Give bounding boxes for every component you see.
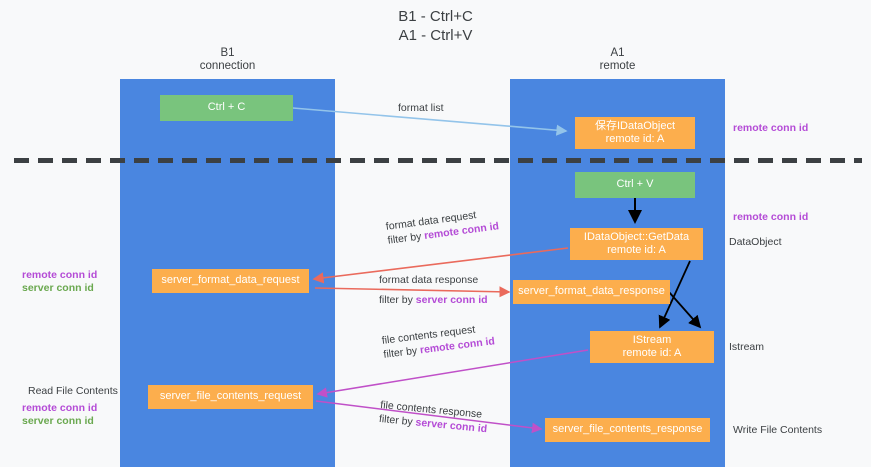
node-save-idataobject-line2: remote id: A bbox=[605, 133, 665, 145]
node-server-format-data-response[interactable]: server_format_data_response bbox=[513, 280, 670, 304]
lane-header-b1-name: B1 bbox=[220, 47, 235, 59]
annotation-read-file-contents: Read File Contents bbox=[28, 385, 118, 397]
node-save-idataobject[interactable]: 保存IDataObject remote id: A bbox=[575, 117, 695, 149]
page-title-line-2: A1 - Ctrl+V bbox=[398, 27, 473, 44]
annotation-dataobject: DataObject bbox=[729, 236, 782, 248]
annotation-remote-conn-id-left-1: remote conn id bbox=[22, 269, 98, 281]
annotation-server-conn-id-left-2: server conn id bbox=[22, 415, 94, 427]
node-ctrl-v-label: Ctrl + V bbox=[616, 178, 654, 191]
node-ctrl-c-label: Ctrl + C bbox=[207, 101, 246, 114]
lane-header-a1-name: A1 bbox=[610, 47, 625, 59]
arrow-file-contents-request bbox=[316, 349, 589, 398]
lane-header-a1-role: remote bbox=[599, 60, 636, 72]
annotation-remote-conn-id-mid: remote conn id bbox=[733, 211, 809, 223]
lane-header-b1: B1 connection bbox=[120, 47, 335, 73]
lane-header-b1-role: connection bbox=[199, 60, 256, 72]
arrow-format-list bbox=[292, 107, 568, 136]
node-istream-line1: IStream bbox=[632, 333, 672, 346]
node-server-format-data-response-label: server_format_data_response bbox=[518, 285, 665, 298]
caption-filter-key-server-conn-id: server conn id bbox=[415, 294, 488, 306]
node-idataobject-getdata-line2: remote id: A bbox=[607, 244, 666, 256]
annotation-remote-conn-id-top: remote conn id bbox=[733, 122, 809, 134]
caption-format-data-response-filter: filter by server conn id bbox=[379, 293, 488, 307]
phase-divider bbox=[14, 158, 862, 163]
annotation-server-conn-id-left-1: server conn id bbox=[22, 282, 94, 294]
arrow-getdata-to-istream bbox=[658, 260, 691, 329]
node-istream-line2: remote id: A bbox=[622, 347, 682, 359]
node-server-format-data-request-label: server_format_data_request bbox=[161, 274, 300, 287]
node-server-file-contents-request-label: server_file_contents_request bbox=[159, 390, 302, 403]
annotation-remote-conn-id-left-2: remote conn id bbox=[22, 402, 98, 414]
node-istream[interactable]: IStream remote id: A bbox=[590, 331, 714, 363]
page-title: B1 - Ctrl+C A1 - Ctrl+V bbox=[0, 7, 871, 45]
node-server-format-data-request[interactable]: server_format_data_request bbox=[152, 269, 309, 293]
caption-filter-prefix: filter by bbox=[379, 294, 416, 306]
page-title-line-1: B1 - Ctrl+C bbox=[398, 8, 473, 25]
lane-header-a1: A1 remote bbox=[510, 47, 725, 73]
node-ctrl-c[interactable]: Ctrl + C bbox=[160, 95, 293, 121]
annotation-conn-ids-file: remote conn id server conn id bbox=[22, 402, 97, 428]
caption-filter-prefix: filter by bbox=[378, 412, 417, 429]
node-server-file-contents-response-label: server_file_contents_response bbox=[552, 423, 703, 436]
caption-format-list-text: format list bbox=[398, 102, 444, 114]
node-idataobject-getdata[interactable]: IDataObject::GetData remote id: A bbox=[570, 228, 703, 260]
arrow-format-data-response bbox=[314, 286, 511, 298]
annotation-conn-ids-format: remote conn id server conn id bbox=[22, 269, 97, 295]
node-server-file-contents-response[interactable]: server_file_contents_response bbox=[545, 418, 710, 442]
node-save-idataobject-line1: 保存IDataObject bbox=[594, 119, 676, 132]
arrow-file-contents-response bbox=[315, 400, 543, 434]
arrow-format-data-request bbox=[312, 247, 569, 284]
caption-format-list: format list bbox=[398, 101, 444, 115]
node-ctrl-v[interactable]: Ctrl + V bbox=[575, 172, 695, 198]
annotation-write-file-contents: Write File Contents bbox=[733, 424, 823, 436]
caption-format-data-response-title: format data response bbox=[379, 274, 479, 286]
annotation-istream: Istream bbox=[729, 341, 765, 353]
node-server-file-contents-request[interactable]: server_file_contents_request bbox=[148, 385, 313, 409]
node-idataobject-getdata-line1: IDataObject::GetData bbox=[583, 230, 690, 243]
caption-format-data-response: format data response filter by server co… bbox=[379, 273, 488, 307]
